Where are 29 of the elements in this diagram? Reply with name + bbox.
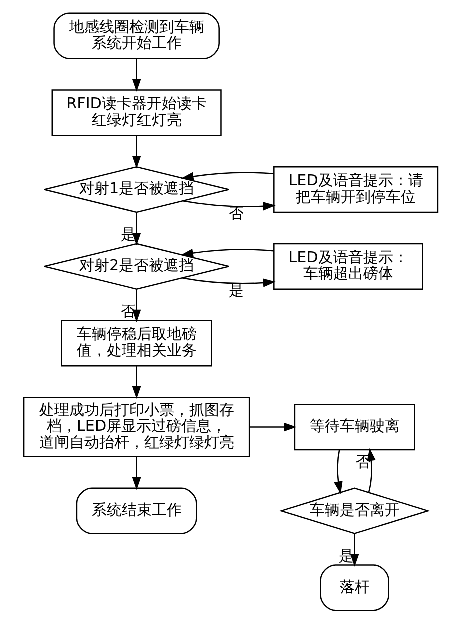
arrow — [132, 212, 141, 246]
node-box: LED及语音提示：车辆超出磅体 — [273, 243, 423, 290]
arrow — [249, 422, 296, 432]
arrow — [180, 248, 274, 258]
arrow — [182, 200, 276, 211]
arrow — [180, 172, 274, 182]
node-box: LED及语音提示：请把车辆开到停车位 — [273, 166, 438, 214]
node-diamond: 车辆是否离开 — [278, 488, 430, 534]
arrow — [132, 289, 141, 322]
arrow — [182, 278, 276, 288]
node-box: RFID读卡器开始读卡红绿灯红灯亮 — [51, 90, 222, 136]
node-box: 地感线圈检测到车辆系统开始工作 — [53, 12, 220, 60]
node-box: 等待车辆驶离 — [294, 404, 415, 451]
edge-label: 是 — [120, 226, 136, 244]
node-box: 落杆 — [320, 564, 389, 612]
arrow — [334, 450, 342, 494]
node-diamond: 对射2是否被遮挡 — [43, 243, 230, 290]
node-box: 处理成功后打印小票，抓图存档，LED屏显示过磅信息，道闸自动抬杆，红绿灯绿灯亮 — [22, 397, 250, 458]
node-box: 车辆停稳后取地磅值，处理相关业务 — [60, 320, 212, 367]
edge-label: 否 — [228, 204, 244, 222]
arrow — [132, 366, 141, 400]
arrow — [366, 448, 376, 493]
edge-label: 是 — [338, 546, 354, 565]
arrow — [132, 58, 141, 92]
node-box: 系统结束工作 — [76, 488, 197, 534]
arrow — [132, 456, 141, 490]
node-diamond: 对射1是否被遮挡 — [43, 166, 230, 214]
arrow — [350, 534, 359, 567]
arrow — [132, 136, 141, 169]
